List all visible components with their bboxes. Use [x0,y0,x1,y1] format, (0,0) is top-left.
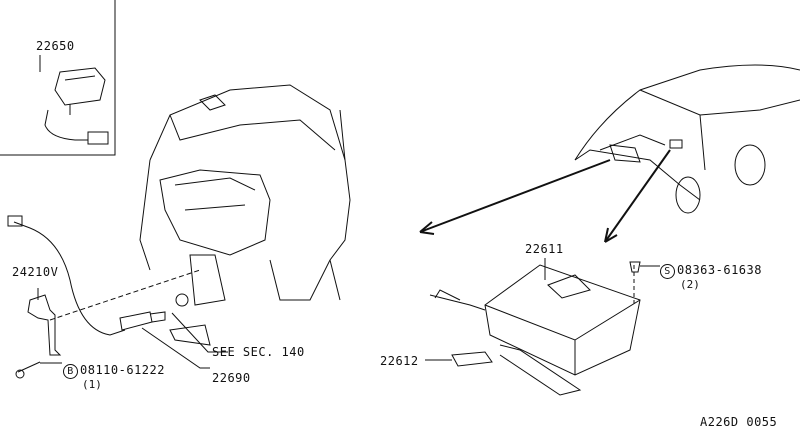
part-label-22611: 22611 [525,242,564,256]
bolt-symbol-b: B [63,364,78,379]
control-unit-22611 [429,264,641,396]
relay-22650 [39,55,109,145]
part-label-22690: 22690 [212,371,251,385]
arrow-to-unit [419,159,611,233]
screw-part-number: 08363-61638 [677,263,762,277]
engine-block [139,84,351,346]
part-label-24210v: 24210V [12,265,59,279]
vehicle-outline [574,64,800,214]
screw-symbol-s: S [660,264,675,279]
part-label-22650: 22650 [36,39,75,53]
bolt-part-number: 08110-61222 [80,363,165,377]
oxygen-sensor-22690 [7,215,166,336]
arrow-to-unit-2 [604,149,671,243]
alignment-dashed-line [49,269,201,321]
diagram-code: A226D 0055 [700,415,778,429]
bracket-24210v [27,288,62,356]
bolt-quantity: (1) [82,378,102,391]
inset-border [0,0,116,156]
part-label-22612: 22612 [380,354,419,368]
screw-quantity: (2) [680,278,700,291]
pad-22612 [451,351,493,367]
see-section-label: SEE SEC. 140 [212,345,305,359]
